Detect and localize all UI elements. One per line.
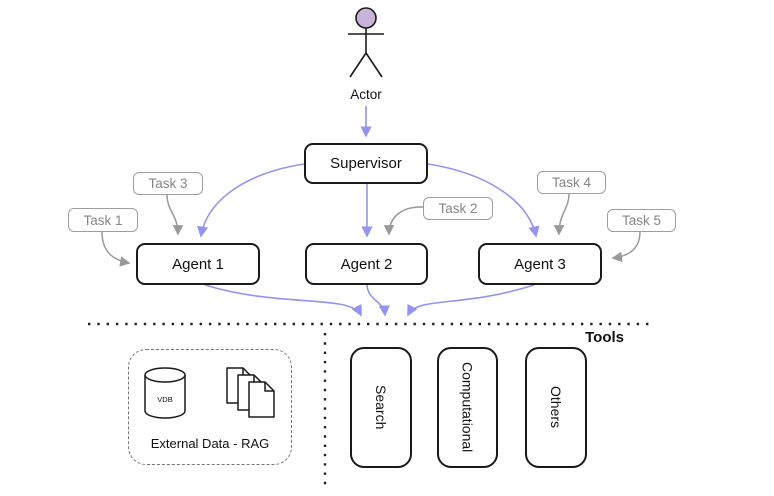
actor-leg-left <box>349 52 367 78</box>
task1-badge: Task 1 <box>68 208 138 232</box>
task2-badge: Task 2 <box>423 197 493 220</box>
actor-label: Actor <box>350 87 382 102</box>
actor-head <box>355 7 377 29</box>
actor-leg-right <box>365 52 383 78</box>
agent2-box: Agent 2 <box>305 243 428 285</box>
tools-section-label: Tools <box>585 329 624 346</box>
task4-label: Task 4 <box>551 175 592 190</box>
task5-label: Task 5 <box>621 213 662 228</box>
task5-badge: Task 5 <box>607 209 676 232</box>
tool-search-box: Search <box>350 347 412 468</box>
agent1-box: Agent 1 <box>136 243 260 285</box>
task1-label: Task 1 <box>83 212 123 228</box>
agent2-label: Agent 2 <box>340 255 393 273</box>
arrow-supervisor-agent3 <box>427 163 540 238</box>
arrow-agent3-tools <box>407 284 535 317</box>
arrow-agent2-tools <box>366 284 390 317</box>
tool-computational-label: Computational <box>459 362 476 453</box>
arrow-task5-agent3 <box>611 231 641 263</box>
arrow-agent1-tools <box>204 284 362 317</box>
supervisor-box: Supervisor <box>304 143 428 184</box>
documents-icon <box>226 367 275 418</box>
task4-badge: Task 4 <box>537 171 606 194</box>
task3-label: Task 3 <box>148 176 188 191</box>
arrow-supervisor-agent1 <box>197 163 305 238</box>
supervisor-label: Supervisor <box>330 155 402 172</box>
agent3-label: Agent 3 <box>514 255 566 273</box>
tool-search-label: Search <box>373 385 389 430</box>
tool-others-box: Others <box>525 347 587 468</box>
tool-computational-box: Computational <box>437 347 498 468</box>
arrow-task4-agent3 <box>553 193 570 236</box>
tool-others-label: Others <box>548 386 564 429</box>
external-data-container <box>128 349 292 465</box>
arrow-task1-agent1 <box>101 231 131 267</box>
external-data-label: External Data - RAG <box>150 436 270 451</box>
arrow-task2-agent2 <box>383 206 424 236</box>
agent3-box: Agent 3 <box>478 243 602 285</box>
vdb-label: VDB <box>157 395 173 404</box>
agent1-label: Agent 1 <box>172 255 224 273</box>
task2-label: Task 2 <box>438 201 478 216</box>
database-icon <box>144 367 186 419</box>
task3-badge: Task 3 <box>133 172 203 195</box>
arrow-task3-agent1 <box>166 194 184 236</box>
actor-figure <box>348 7 384 78</box>
